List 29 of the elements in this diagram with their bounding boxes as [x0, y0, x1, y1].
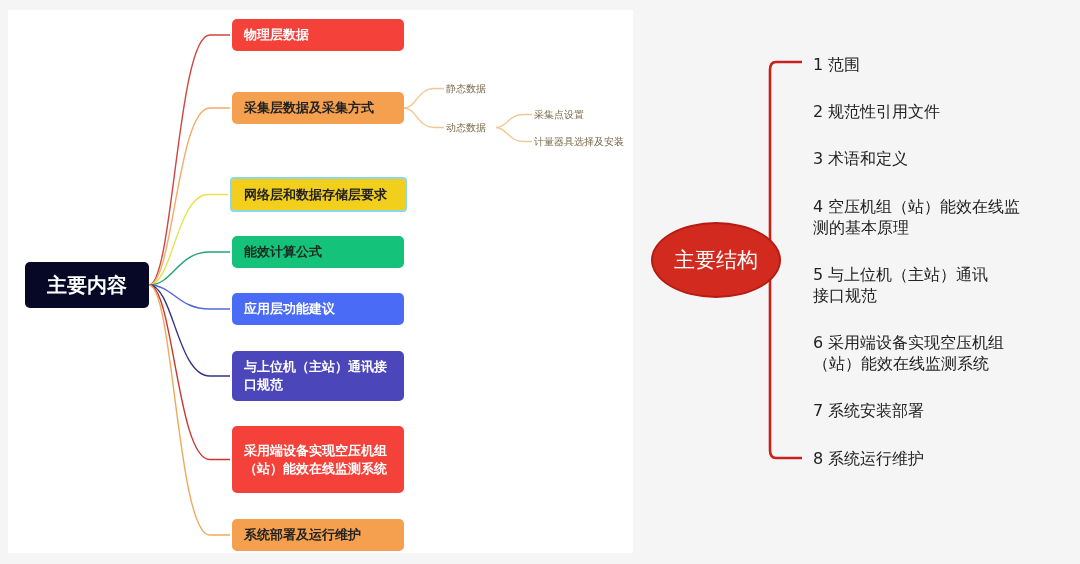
subtopic-text: 采集点设置 [534, 106, 596, 123]
branch-line [148, 107, 231, 286]
root-topic-box: 主要内容 [25, 262, 149, 308]
branch-line [148, 284, 231, 536]
topic-ellipse: 主要结构 [651, 222, 781, 298]
subtopic-text: 动态数据 [446, 119, 496, 136]
subtopic-text: 静态数据 [446, 80, 496, 97]
topic-box: 网络层和数据存储层要求 [230, 177, 407, 212]
branch-line [148, 284, 231, 310]
topic-box: 与上位机（主站）通讯接口规范 [232, 351, 404, 401]
outline-item: 5 与上位机（主站）通讯接口规范 [813, 264, 990, 306]
branch-line [403, 107, 445, 129]
topic-box: 物理层数据 [232, 19, 404, 51]
topic-box: 系统部署及运行维护 [232, 519, 404, 551]
outline-item: 7 系统安装部署 [813, 400, 926, 421]
outline-item: 2 规范性引用文件 [813, 101, 942, 122]
branch-line [495, 126, 533, 143]
outline-item: 6 采用端设备实现空压机组（站）能效在线监测系统 [813, 332, 1006, 374]
topic-box: 采用端设备实现空压机组（站）能效在线监测系统 [232, 426, 404, 493]
branch-line [495, 113, 533, 129]
outline-item: 8 系统运行维护 [813, 448, 926, 469]
subtopic-text: 计量器具选择及安装 [534, 133, 632, 150]
topic-box: 能效计算公式 [232, 236, 404, 268]
outline-item: 4 空压机组（站）能效在线监测的基本原理 [813, 196, 1022, 238]
outline-item: 3 术语和定义 [813, 148, 910, 169]
topic-box: 应用层功能建议 [232, 293, 404, 325]
branch-line [403, 87, 445, 109]
topic-box: 采集层数据及采集方式 [232, 92, 404, 124]
outline-item: 1 范围 [813, 54, 862, 75]
